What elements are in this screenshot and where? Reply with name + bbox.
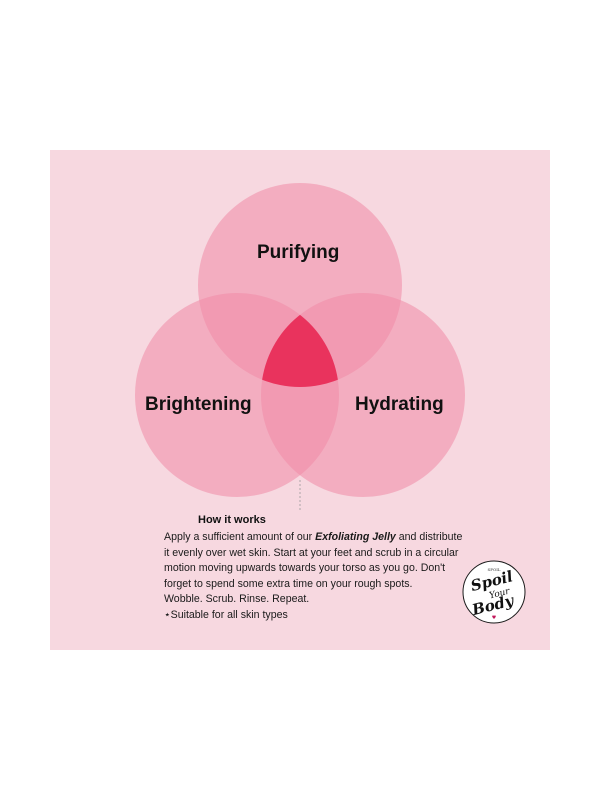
venn-diagram [135,183,465,512]
how-it-works-text: Apply a sufficient amount of our Exfolia… [164,530,464,623]
logo-small-text: SPOIL [488,567,501,572]
tagline: Wobble. Scrub. Rinse. Repeat. [164,593,310,605]
heart-icon: ♥ [492,615,497,621]
label-purifying: Purifying [257,242,340,263]
instructions-paragraph: Apply a sufficient amount of our Exfolia… [164,530,464,592]
instructions-part-1: Apply a sufficient amount of our [164,531,316,543]
label-brightening: Brightening [145,394,252,415]
infographic-panel: Purifying Brightening Hydrating How it w… [50,150,550,650]
skin-type-note: ⋆Suitable for all skin types [164,608,288,621]
instructions-part-2: and distribute it evenly over wet skin. … [164,531,463,590]
label-hydrating: Hydrating [355,394,444,415]
spoil-your-body-logo: SPOIL Spoil Your Body ♥ [460,558,528,626]
product-name: Exfoliating Jelly [315,531,396,543]
how-it-works-title: How it works [198,514,266,526]
center-intersection [261,293,339,387]
